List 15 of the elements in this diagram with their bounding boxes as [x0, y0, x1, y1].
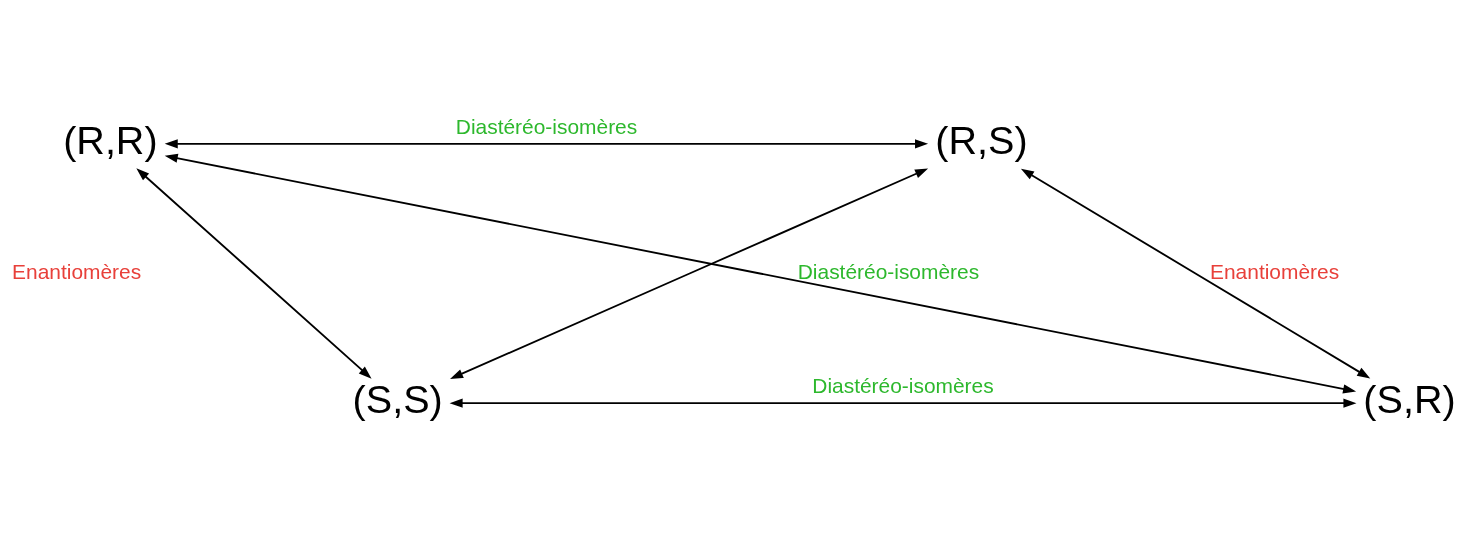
arrow — [164, 138, 929, 148]
node-text: (S,S) — [352, 376, 443, 421]
edge-label: Enantiomères — [12, 259, 142, 283]
node-text: (S,R) — [1363, 376, 1456, 421]
arrow — [450, 168, 929, 379]
edge-label: Diastéréo-isomères — [797, 259, 980, 283]
edge-label: Diastéréo-isomères — [455, 114, 638, 138]
arrow — [136, 167, 372, 379]
arrow — [449, 398, 1357, 408]
node-text: (R,R) — [63, 117, 158, 162]
edge-label: Diastéréo-isomères — [812, 373, 994, 397]
arrow — [1020, 168, 1371, 378]
edge-label: Enantiomères — [1210, 259, 1340, 283]
arrow — [164, 153, 1357, 393]
node-text: (R,S) — [935, 117, 1028, 162]
